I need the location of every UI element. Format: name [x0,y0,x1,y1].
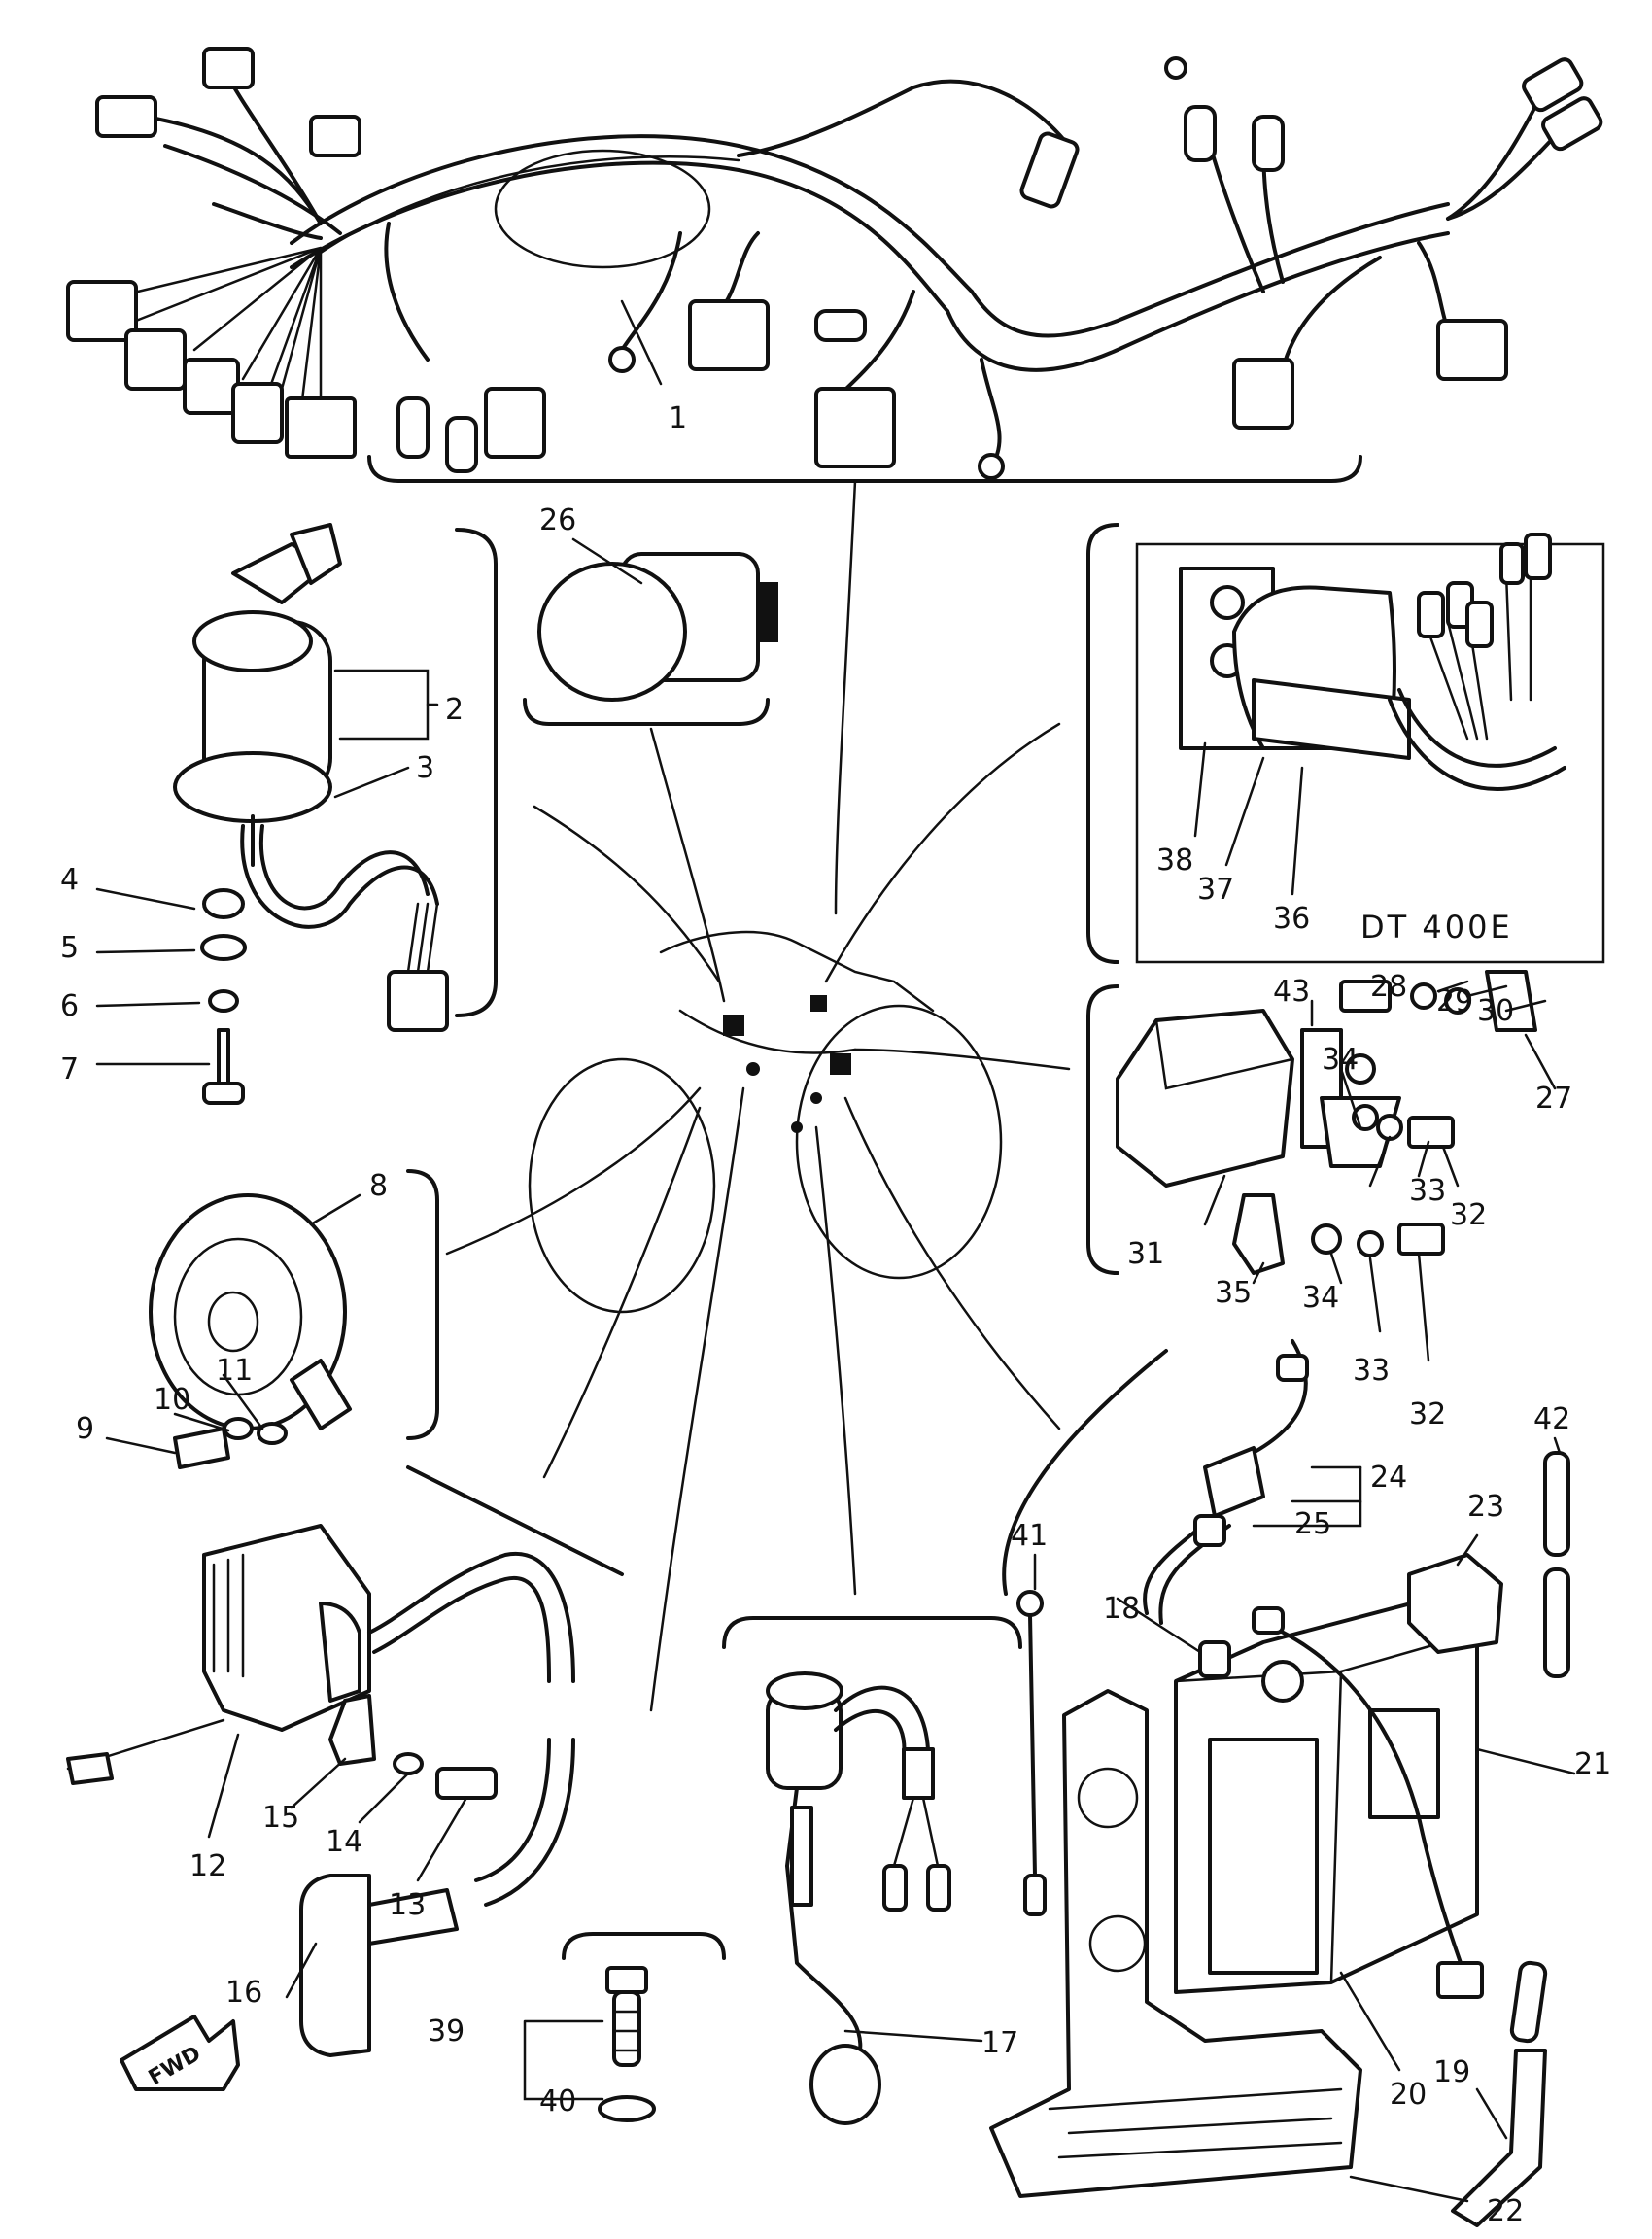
part-label-17: 17 [981,2026,1018,2060]
sensor-17-group [722,1616,1022,2125]
part-label-19: 19 [1433,2055,1470,2089]
part-label-6: 6 [60,989,79,1023]
part-label-22: 22 [1487,2194,1524,2228]
part-label-34b: 34 [1302,1281,1339,1315]
part-label-26: 26 [539,503,576,537]
part-label-39: 39 [428,2015,465,2049]
model-label: DT 400E [1360,909,1513,946]
harness-bracket [367,455,1362,483]
part-label-35: 35 [1215,1276,1252,1310]
part-label-1: 1 [669,401,687,435]
relay-26-group [523,537,778,726]
part-label-20: 20 [1390,2078,1427,2112]
part-label-7: 7 [60,1052,79,1086]
part-label-4: 4 [60,863,79,897]
part-label-37: 37 [1197,873,1234,907]
motorcycle-outline [528,930,1003,1314]
part-label-14: 14 [326,1825,362,1859]
part-label-27: 27 [1535,1082,1572,1116]
part-label-32b: 32 [1409,1397,1446,1431]
part-label-18: 18 [1103,1592,1140,1626]
part-label-5: 5 [60,931,79,965]
part-label-38: 38 [1156,844,1193,878]
part-label-41: 41 [1011,1519,1048,1553]
part-label-29: 29 [1436,984,1473,1018]
part-label-33a: 33 [1409,1174,1446,1208]
part-label-32a: 32 [1450,1198,1487,1232]
part-label-42: 42 [1533,1402,1570,1436]
part-label-11: 11 [216,1354,253,1388]
part-label-36: 36 [1273,902,1310,936]
part-label-8: 8 [369,1169,388,1203]
part-label-34a: 34 [1322,1043,1359,1077]
rectifier-group [1086,970,1557,1362]
part-label-25: 25 [1294,1507,1331,1541]
part-label-28: 28 [1370,970,1407,1004]
part-label-3: 3 [416,751,434,785]
part-label-40: 40 [539,2084,576,2118]
part-label-9: 9 [76,1412,94,1446]
part-label-24: 24 [1370,1461,1407,1495]
part-label-13: 13 [389,1888,426,1922]
wire-harness [66,47,1603,480]
part-label-30: 30 [1477,994,1514,1028]
part-label-12: 12 [189,1849,226,1883]
part-label-43: 43 [1273,975,1310,1009]
ignition-coil-group [66,1465,624,2057]
part-label-16: 16 [225,1976,262,2010]
part-label-23: 23 [1467,1490,1504,1524]
part-label-15: 15 [262,1801,299,1835]
part-label-21: 21 [1574,1747,1611,1781]
regulator-dt400e-group [1086,523,1605,964]
part-label-10: 10 [154,1383,190,1417]
part-label-31: 31 [1127,1237,1164,1271]
battery-group [989,1339,1576,2227]
neutral-switch-group [523,1932,726,2122]
part-label-2: 2 [445,693,464,727]
forward-direction-arrow: FWD [120,2015,240,2091]
horn-group [105,1169,439,1469]
part-label-33b: 33 [1353,1354,1390,1388]
main-switch-group [95,523,498,1105]
